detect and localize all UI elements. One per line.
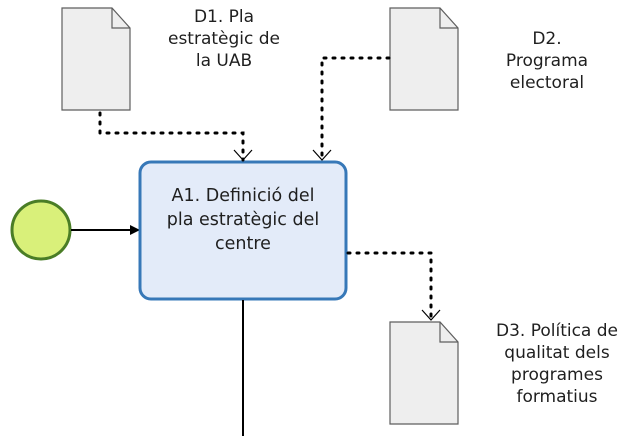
document-d2-label: D2. Programa electoral bbox=[478, 28, 616, 94]
document-d3-label: D3. Política de qualitat dels programes … bbox=[478, 320, 636, 408]
document-d3-label-line: programes bbox=[511, 365, 603, 385]
start-event-icon[interactable] bbox=[10, 199, 72, 261]
task-a1-label: A1. Definició del pla estratègic del cen… bbox=[140, 184, 346, 256]
task-a1-box[interactable] bbox=[138, 160, 348, 301]
association-d2-to-task[interactable] bbox=[312, 56, 391, 162]
document-d1-label-line: estratègic de bbox=[167, 29, 281, 49]
document-d3-icon[interactable] bbox=[389, 321, 459, 425]
document-d1-label-line: D1. Pla bbox=[193, 7, 255, 27]
task-a1-label-line: centre bbox=[215, 234, 271, 254]
document-d1-icon[interactable] bbox=[61, 7, 131, 111]
task-a1-label-line: pla estratègic del bbox=[166, 210, 320, 230]
task-a1-label-line: A1. Definició del bbox=[171, 186, 315, 206]
document-d1-label-line: la UAB bbox=[195, 51, 253, 71]
association-task-to-d3[interactable] bbox=[346, 251, 441, 322]
document-d2-label-line: electoral bbox=[509, 73, 585, 93]
document-d2-icon[interactable] bbox=[389, 7, 459, 111]
document-d2-label-line: D2. bbox=[532, 29, 562, 49]
document-d1-label: D1. Pla estratègic de la UAB bbox=[150, 6, 298, 72]
document-d3-label-line: qualitat dels bbox=[504, 343, 610, 363]
document-d3-label-line: formatius bbox=[516, 387, 598, 407]
association-d1-to-task[interactable] bbox=[98, 111, 253, 162]
document-d2-label-line: Programa bbox=[505, 51, 589, 71]
document-d3-label-line: D3. Política de bbox=[495, 321, 618, 341]
